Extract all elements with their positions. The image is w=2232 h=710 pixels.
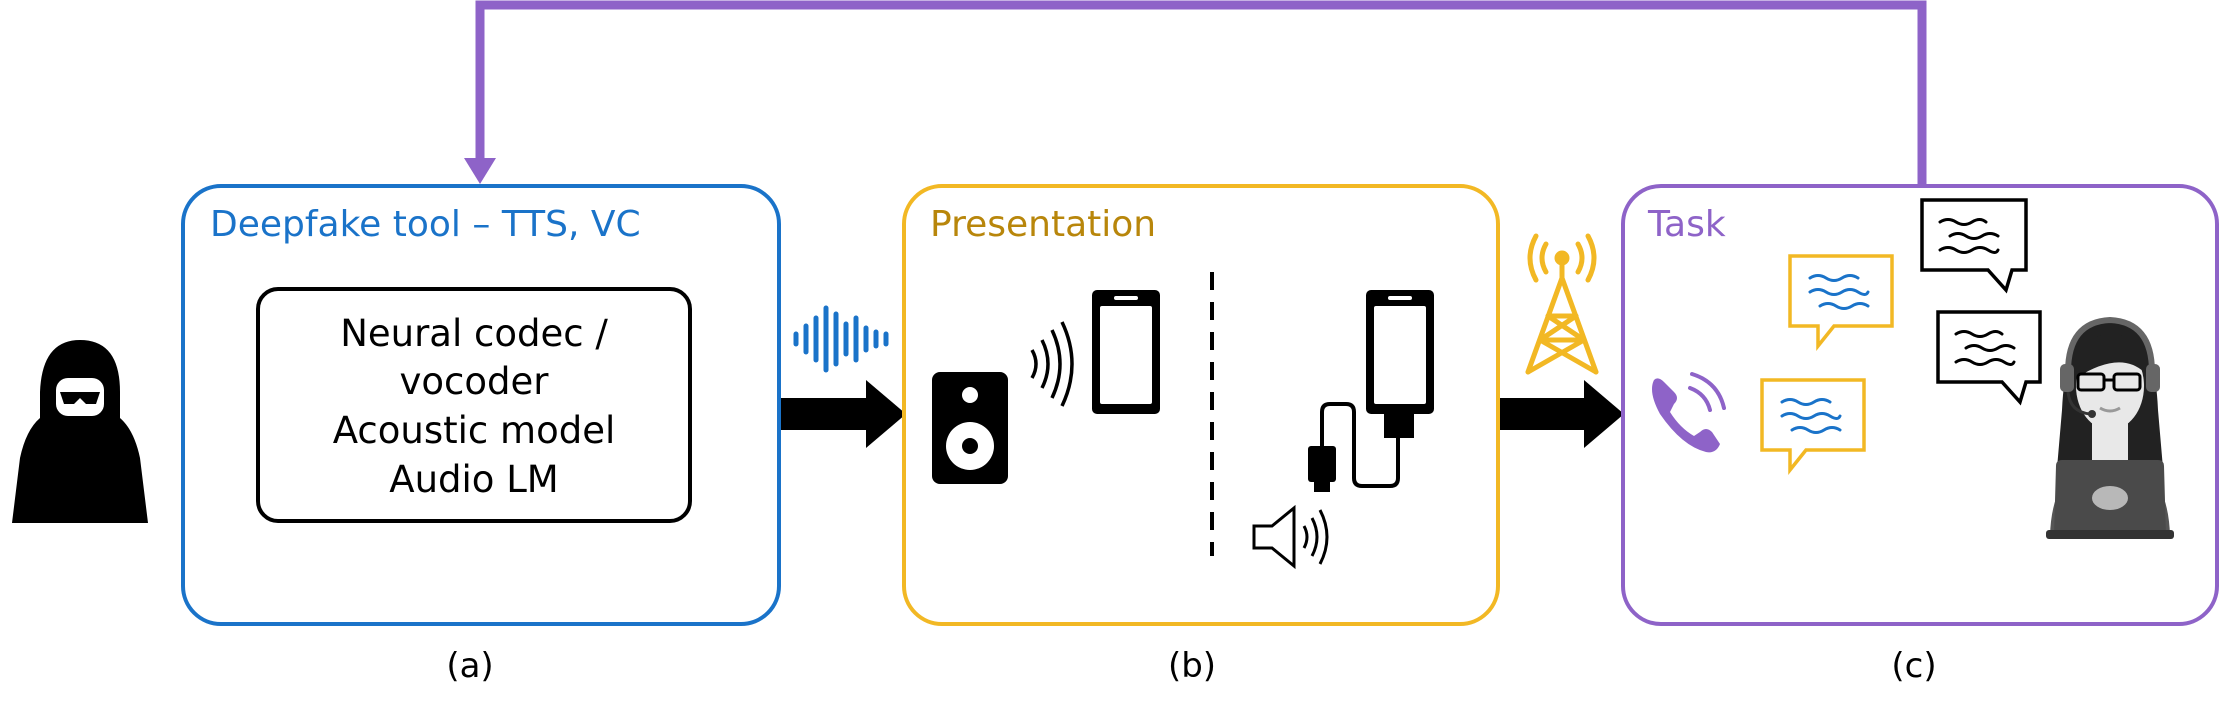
caption-b: (b): [1168, 646, 1216, 686]
phone-call-icon: [1652, 372, 1726, 453]
flow-arrow-a-b: [781, 380, 906, 448]
hacker-icon: [12, 340, 148, 523]
panel-c-title: Task: [1647, 204, 1726, 245]
panel-deepfake-tool: Deepfake tool – TTS, VC Neural codec / v…: [181, 184, 781, 626]
chat-bubble-icon: [1788, 254, 1894, 351]
panel-presentation: Presentation: [902, 184, 1500, 626]
model-line-4: Audio LM: [389, 458, 558, 501]
model-line-1: Neural codec /: [340, 312, 608, 355]
sound-waves-icon: [1030, 321, 1074, 407]
model-line-3: Acoustic model: [333, 409, 615, 452]
chat-bubble-icon: [1760, 378, 1866, 475]
flow-arrow-b-c: [1500, 380, 1624, 448]
model-box: [256, 287, 692, 523]
cell-tower-icon: [1525, 233, 1599, 375]
cable-icon: [1308, 402, 1400, 492]
speaker-icon: [932, 372, 1008, 484]
smartphone-icon: [1092, 290, 1160, 414]
chat-bubble-icon: [1936, 310, 2042, 406]
feedback-arrow: [464, 0, 1927, 186]
caption-c: (c): [1891, 646, 1936, 686]
loudspeaker-icon: [1252, 504, 1329, 570]
waveform-icon: [793, 305, 889, 373]
call-agent-icon: [2046, 316, 2174, 539]
chat-bubble-icon: [1920, 198, 2028, 294]
caption-a: (a): [446, 646, 493, 686]
panel-b-title: Presentation: [930, 204, 1156, 245]
model-line-2: vocoder: [400, 360, 550, 403]
panel-a-title: Deepfake tool – TTS, VC: [210, 204, 641, 245]
smartphone-icon: [1366, 290, 1434, 438]
